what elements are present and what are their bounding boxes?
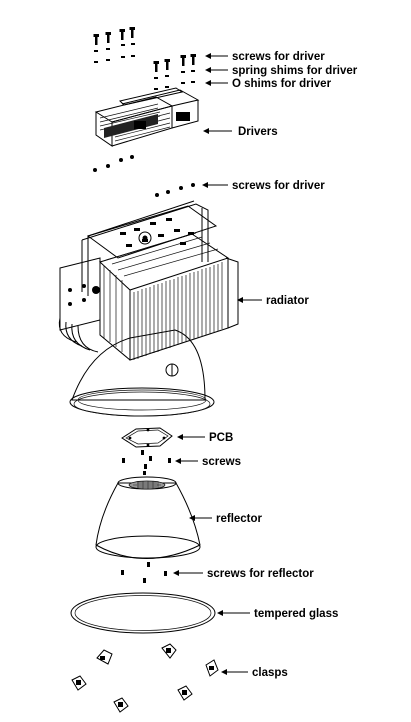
clasp-icon [161,643,177,659]
label-screws-for-driver-top: screws for driver [232,51,325,63]
clasp-icon [71,675,87,691]
clasp-icon [177,685,193,701]
label-screws-for-driver-mid: screws for driver [232,180,325,192]
reflector-part [95,476,201,559]
pcb-part [121,427,173,448]
label-spring-shims: spring shims for driver [232,65,358,77]
label-screws-for-reflector: screws for reflector [207,568,314,580]
label-tempered-glass: tempered glass [254,608,338,620]
clasp-icon [205,659,219,677]
drivers-part [94,87,200,147]
driver-screws-mid-group [93,155,195,197]
label-pcb: PCB [209,432,233,444]
leader-arrows [173,53,262,675]
reflector-screws-group [121,562,167,583]
label-o-shims: O shims for driver [232,78,332,90]
clasps-group [71,643,219,713]
clasp-icon [113,697,129,713]
label-drivers: Drivers [238,126,278,138]
radiator-part [58,200,239,417]
label-screws: screws [202,456,241,468]
label-radiator: radiator [266,295,309,307]
pcb-screws-group [122,450,171,475]
tempered-glass-part [70,592,216,634]
label-reflector: reflector [216,513,263,525]
driver-screws-top-group [93,27,196,90]
clasp-icon [96,649,113,665]
label-clasps: clasps [252,667,288,679]
